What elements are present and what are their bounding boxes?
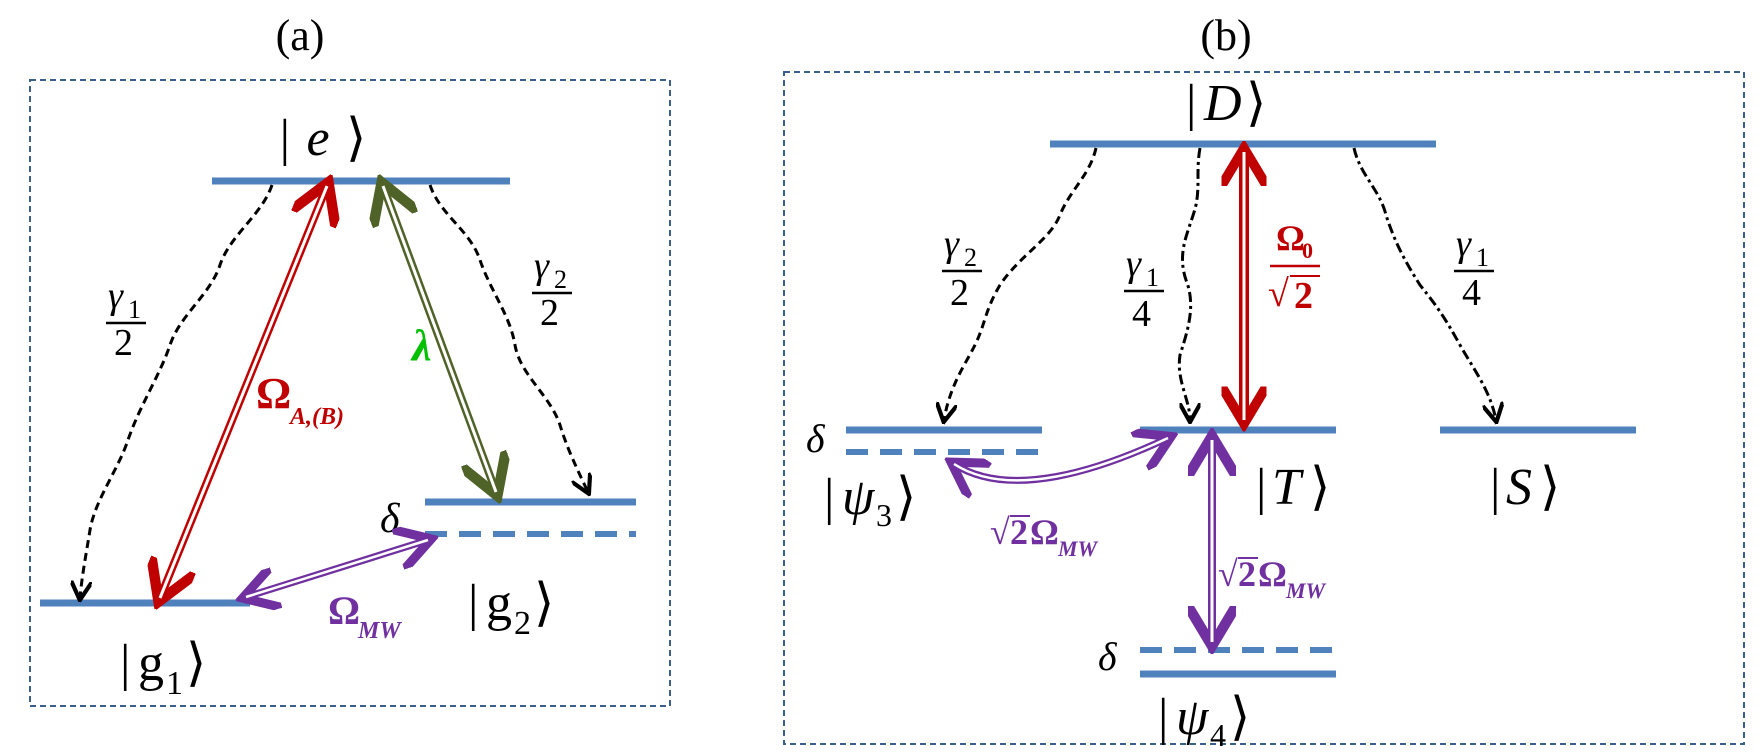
svg-text:⟩: ⟩ <box>1310 459 1330 516</box>
svg-text:MW: MW <box>1285 578 1327 603</box>
svg-text:Ω: Ω <box>1030 512 1059 552</box>
svg-text:γ: γ <box>108 275 124 317</box>
svg-text:ψ: ψ <box>1176 689 1210 746</box>
decay-fraction-right: γ 2 2 <box>532 245 572 334</box>
coupling-psi3-t-arrow <box>954 438 1168 480</box>
svg-text:⟩: ⟩ <box>896 469 916 526</box>
svg-text:MW: MW <box>1057 536 1099 561</box>
svg-text:g: g <box>138 635 164 692</box>
decay-fraction-to-s: γ 1 4 <box>1454 223 1494 314</box>
detuning-b-lower: δ <box>1098 634 1118 679</box>
svg-text:1: 1 <box>1476 243 1489 272</box>
svg-text:√: √ <box>990 512 1010 552</box>
state-psi4-label: | ψ 4 ⟩ <box>1158 689 1250 752</box>
decay-arrow-right <box>428 184 588 492</box>
svg-text:γ: γ <box>944 223 960 265</box>
state-g2-label: | g 2 ⟩ <box>468 575 554 642</box>
svg-text:ψ: ψ <box>842 469 876 526</box>
panel-b-frame <box>783 71 1745 745</box>
coupling-omega0-label: Ω 0 √ 2 <box>1268 218 1320 317</box>
svg-text:2: 2 <box>1294 275 1313 317</box>
coupling-omega-ab-label: Ω A,(B) <box>256 369 344 430</box>
svg-text:g: g <box>486 575 512 632</box>
coupling-omega-mw-label: Ω MW <box>328 588 402 644</box>
svg-text:Ω: Ω <box>328 588 360 633</box>
svg-text:2: 2 <box>554 265 567 294</box>
svg-text:T: T <box>1272 459 1304 516</box>
panel-a-frame <box>29 79 671 707</box>
svg-text:1: 1 <box>1146 263 1159 292</box>
decay-arrow-to-s <box>1352 147 1496 420</box>
svg-text:⟩: ⟩ <box>346 110 366 167</box>
svg-text:|: | <box>824 469 834 526</box>
svg-text:0: 0 <box>1302 238 1313 263</box>
decay-fraction-to-psi3: γ 2 2 <box>942 223 982 314</box>
state-s-label: | S ⟩ <box>1490 459 1560 516</box>
svg-text:A,(B): A,(B) <box>288 404 344 430</box>
state-t-label: | T ⟩ <box>1256 459 1330 516</box>
svg-text:4: 4 <box>1132 293 1151 335</box>
coupling-t-psi4-label: √ 2 Ω MW <box>1218 554 1327 603</box>
decay-fraction-to-t: γ 1 4 <box>1124 243 1164 335</box>
state-psi3-label: | ψ 3 ⟩ <box>824 469 916 533</box>
svg-text:3: 3 <box>876 497 892 533</box>
svg-text:4: 4 <box>1210 717 1226 752</box>
svg-text:√: √ <box>1218 554 1238 594</box>
svg-text:1: 1 <box>128 295 141 324</box>
detuning-a: δ <box>380 496 401 542</box>
decay-arrow-to-psi3 <box>944 147 1098 420</box>
svg-text:2: 2 <box>950 272 969 314</box>
decay-fraction-left: γ 1 2 <box>106 275 146 364</box>
svg-text:|: | <box>1158 689 1168 746</box>
svg-text:D: D <box>1203 75 1242 132</box>
svg-text:√: √ <box>1268 273 1289 315</box>
svg-text:2: 2 <box>964 243 977 272</box>
svg-text:4: 4 <box>1462 272 1481 314</box>
svg-text:|: | <box>1186 75 1196 132</box>
coupling-omega-mw-arrow <box>246 540 428 597</box>
svg-text:|: | <box>120 635 130 692</box>
panel-a: (a) | e ⟩ | g 1 ⟩ δ | g 2 ⟩ γ <box>29 11 671 707</box>
svg-text:⟩: ⟩ <box>1540 459 1560 516</box>
svg-text:2: 2 <box>114 322 133 364</box>
coupling-psi3-t-label: √ 2 Ω MW <box>990 512 1099 561</box>
svg-text:Ω: Ω <box>1258 554 1287 594</box>
svg-text:2: 2 <box>514 605 531 642</box>
svg-text:1: 1 <box>166 665 183 702</box>
svg-text:γ: γ <box>534 245 550 287</box>
coupling-lambda-arrow <box>383 186 496 492</box>
svg-text:S: S <box>1506 459 1532 516</box>
svg-text:⟩: ⟩ <box>534 575 554 632</box>
detuning-b-upper: δ <box>806 416 826 461</box>
svg-text:2: 2 <box>1238 554 1256 594</box>
panel-a-label: (a) <box>276 11 325 60</box>
svg-text:2: 2 <box>1010 512 1028 552</box>
panel-b-label: (b) <box>1200 11 1251 60</box>
svg-text:Ω: Ω <box>1276 218 1305 258</box>
coupling-lambda-label: λ <box>410 321 432 370</box>
svg-text:⟩: ⟩ <box>1230 689 1250 746</box>
svg-text:γ: γ <box>1456 223 1472 265</box>
svg-text:e: e <box>306 110 329 167</box>
svg-text:|: | <box>280 110 290 167</box>
svg-text:2: 2 <box>540 292 559 334</box>
state-g1-label: | g 1 ⟩ <box>120 635 206 702</box>
svg-text:|: | <box>1256 459 1266 516</box>
svg-text:Ω: Ω <box>256 369 291 418</box>
svg-text:|: | <box>1490 459 1500 516</box>
svg-text:γ: γ <box>1126 243 1142 285</box>
svg-text:MW: MW <box>357 618 402 644</box>
svg-text:⟩: ⟩ <box>186 635 206 692</box>
svg-text:|: | <box>468 575 478 632</box>
state-d-label: | D ⟩ <box>1186 75 1266 132</box>
decay-arrow-to-t <box>1177 147 1202 420</box>
panel-b: (b) | D ⟩ δ | ψ 3 ⟩ | T ⟩ | S <box>783 11 1745 752</box>
svg-text:⟩: ⟩ <box>1246 75 1266 132</box>
coupling-omega-ab-arrow <box>160 186 327 598</box>
state-e-label: | e ⟩ <box>280 110 367 167</box>
